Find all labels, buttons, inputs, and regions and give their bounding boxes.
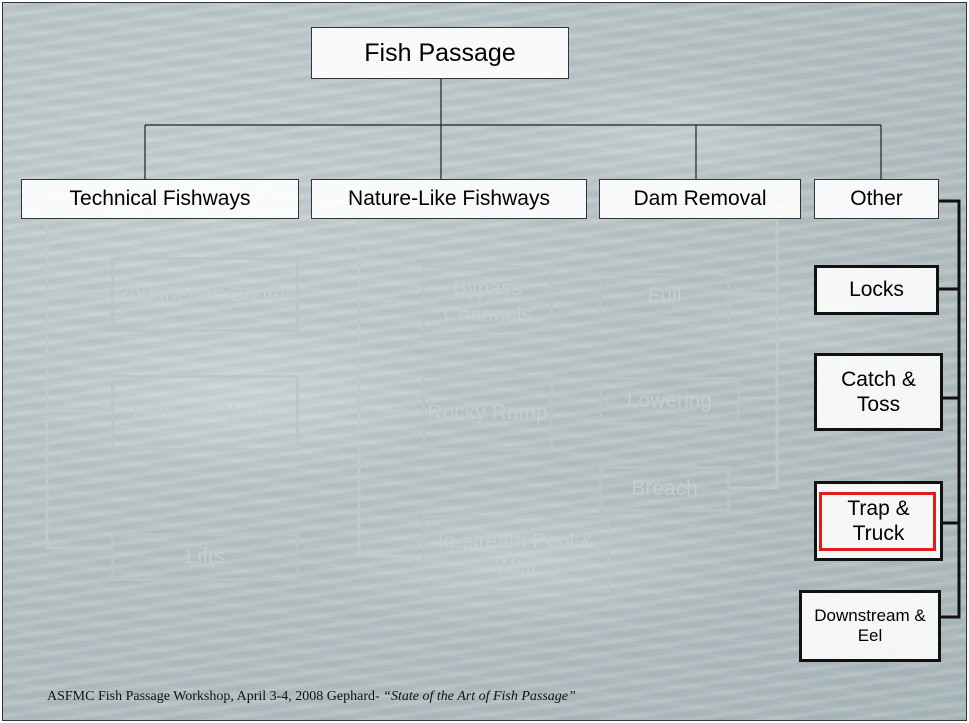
technical-item: Pool-and-Weirs xyxy=(111,375,299,451)
slide-footer: ASFMC Fish Passage Workshop, April 3-4, … xyxy=(47,689,576,705)
footer-text: ASFMC Fish Passage Workshop, April 3-4, … xyxy=(47,689,384,704)
dam-item: Full xyxy=(599,273,730,319)
category-dam-label: Dam Removal xyxy=(633,187,767,211)
category-nature: Nature-Like Fishways xyxy=(311,179,587,219)
dam-item-label: Full xyxy=(647,284,682,308)
nature-item: Rocky Ramp xyxy=(422,375,553,451)
other-item-label: Catch & Toss xyxy=(841,367,916,416)
category-other: Other xyxy=(814,179,939,219)
footer-title: “State of the Art of Fish Passage” xyxy=(383,689,576,704)
other-item-label: Trap & Truck xyxy=(847,496,910,545)
dam-item: Lowering xyxy=(599,377,740,425)
nature-item: Bypass Channels xyxy=(422,265,553,338)
other-item-downstream-eel: Downstream & Eel xyxy=(799,590,941,662)
highlight-frame xyxy=(819,492,936,551)
other-item-locks: Locks xyxy=(814,265,939,315)
nature-item-label: Bypass Channels xyxy=(443,277,532,326)
root-node: Fish Passage xyxy=(311,27,569,79)
technical-item-label: Lifts xyxy=(185,545,225,569)
root-label: Fish Passage xyxy=(364,39,516,67)
category-technical-label: Technical Fishways xyxy=(69,187,251,211)
technical-item: Roughened Chutes xyxy=(111,257,299,332)
nature-item-label: Rocky Ramp xyxy=(427,401,548,425)
category-dam: Dam Removal xyxy=(599,179,801,219)
technical-item-label: Pool-and-Weirs xyxy=(132,401,278,425)
dam-item-label: Breach xyxy=(631,477,698,501)
technical-item-label: Roughened Chutes xyxy=(114,282,296,306)
dam-item: Breach xyxy=(599,466,730,512)
connector-lines xyxy=(45,78,961,619)
other-item-catch-toss: Catch & Toss xyxy=(814,353,943,431)
nature-item: In-stream Pool & Weir xyxy=(422,515,610,593)
dam-item-label: Lowering xyxy=(626,389,713,413)
other-item-label: Downstream & Eel xyxy=(814,605,926,645)
other-item-label: Locks xyxy=(849,278,904,302)
category-nature-label: Nature-Like Fishways xyxy=(348,187,550,211)
nature-item-label: In-stream Pool & Weir xyxy=(437,529,595,578)
category-other-label: Other xyxy=(850,187,903,211)
category-technical: Technical Fishways xyxy=(21,179,299,219)
technical-item: Lifts xyxy=(111,533,299,581)
